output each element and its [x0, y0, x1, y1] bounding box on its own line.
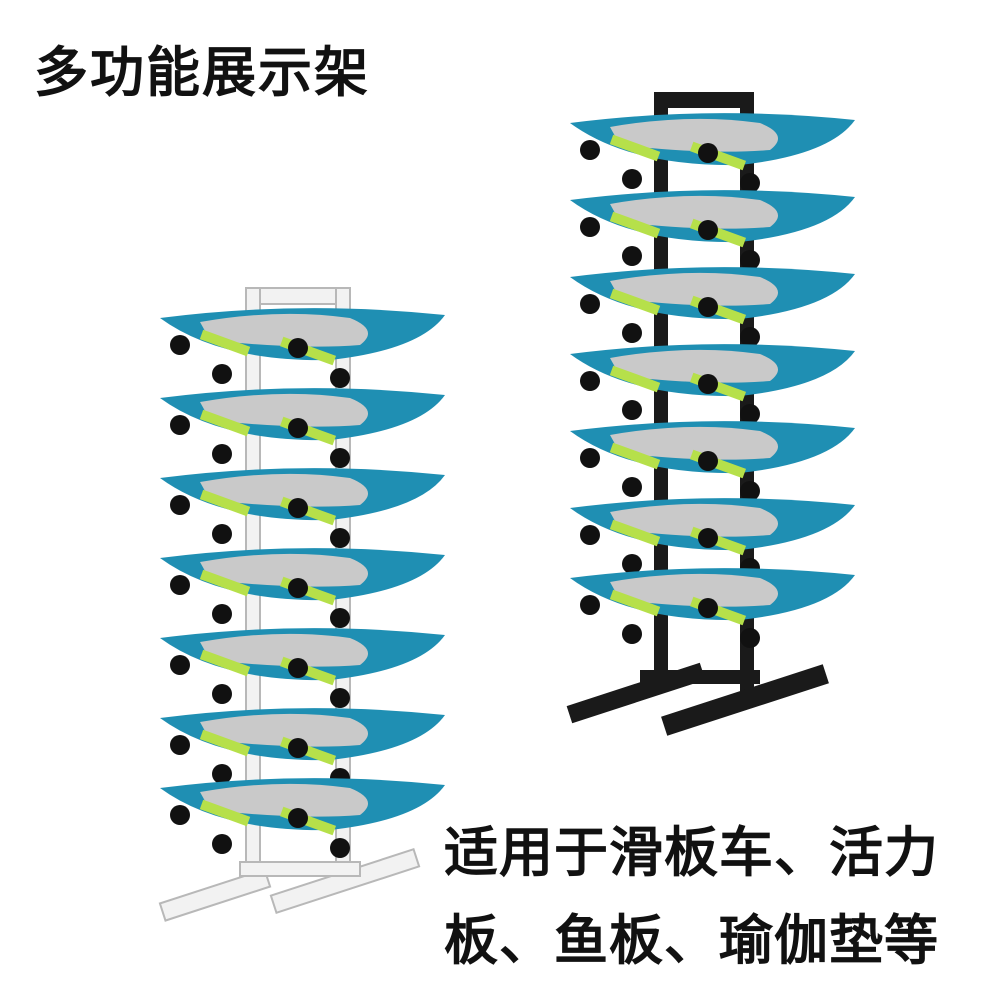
skateboard-tier — [570, 421, 855, 501]
caption-line-2: 板、鱼板、瑜伽垫等 — [444, 909, 939, 972]
skateboard-tier — [570, 568, 855, 648]
black-rack — [566, 92, 855, 736]
white-rack-boards — [160, 308, 445, 858]
skateboard-tier — [160, 468, 445, 548]
skateboard-tier — [160, 548, 445, 628]
skateboard-tier — [160, 388, 445, 468]
skateboard-tier — [570, 190, 855, 270]
skateboard-tier — [570, 344, 855, 424]
black-rack-frame — [566, 92, 829, 736]
white-rack — [158, 287, 445, 922]
skateboard-tier — [570, 498, 855, 578]
skateboard-tier — [160, 308, 445, 388]
caption-line-1: 适用于滑板车、活力 — [444, 821, 939, 884]
page-title: 多功能展示架 — [34, 41, 370, 104]
skateboard-tier — [570, 267, 855, 347]
skateboard-tier — [160, 628, 445, 708]
skateboard-tier — [160, 778, 445, 858]
black-rack-boards — [570, 113, 855, 648]
skateboard-tier — [160, 708, 445, 788]
skateboard-tier — [570, 113, 855, 193]
